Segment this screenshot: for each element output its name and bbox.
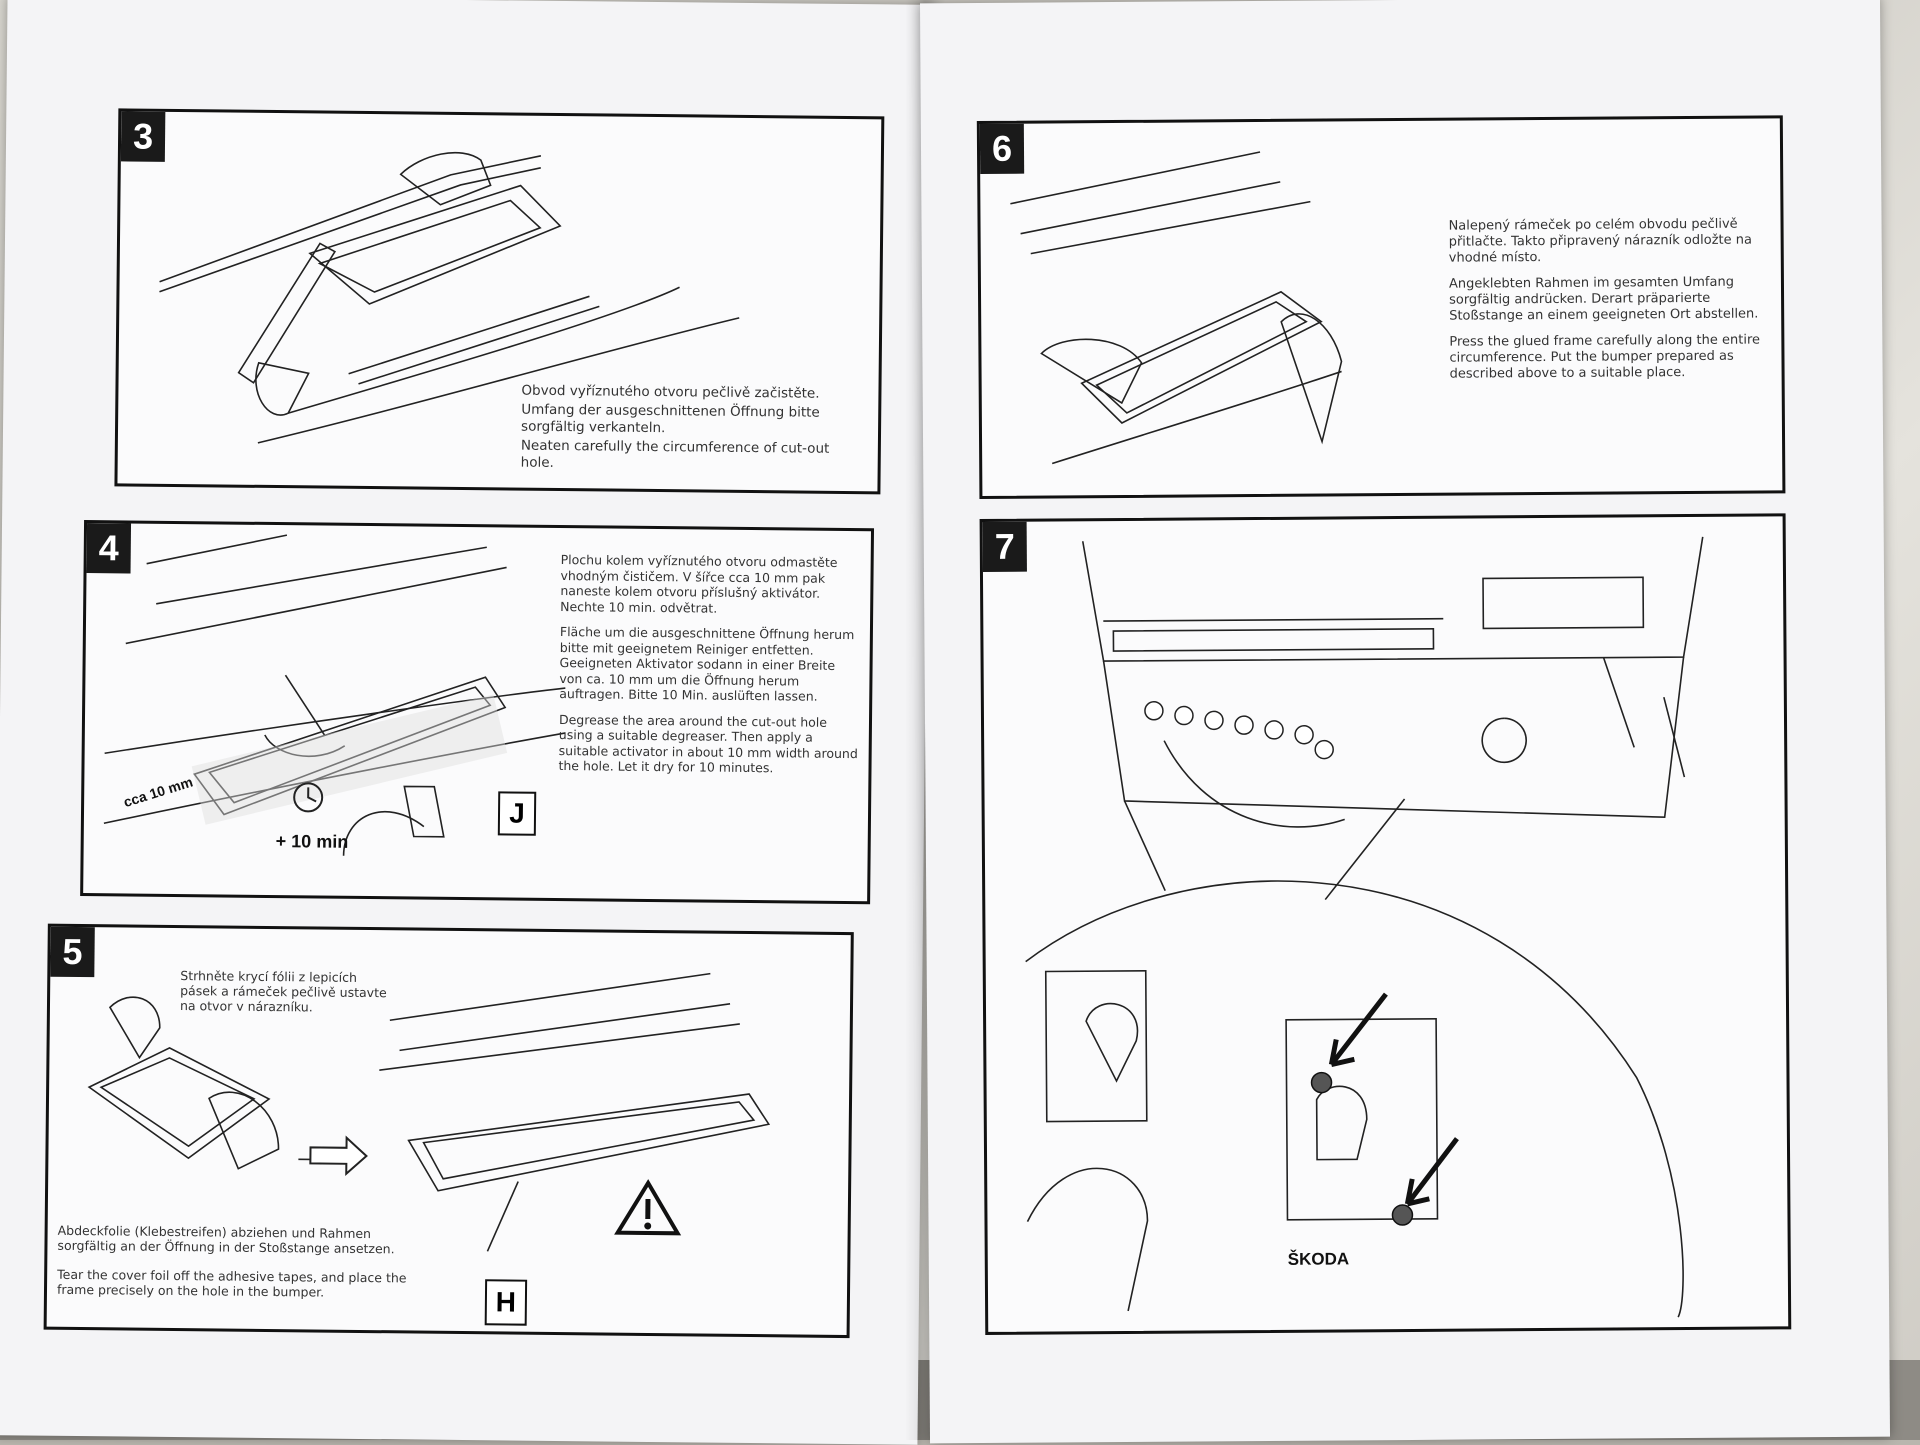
step-6-panel: 6 Nalepený rámeček po celém obvodu pečli…: [976, 115, 1786, 499]
step-3-text-de: Umfang der ausgeschnittenen Öffnung bitt…: [520, 401, 820, 437]
step-6-text-cs: Nalepený rámeček po celém obvodu pečlivě…: [1448, 216, 1752, 266]
step-6-text: Nalepený rámeček po celém obvodu pečlivě…: [1449, 216, 1770, 392]
skoda-brand-label: ŠKODA: [1287, 1249, 1350, 1269]
step-5-illustration: [87, 972, 771, 1252]
left-page: 3 Obvod vyříznutého otvoru pečlivě začis…: [0, 0, 933, 1445]
step-3-text-cs: Obvod vyříznutého otvoru pečlivě začistě…: [521, 382, 820, 402]
step-5-text-en: Tear the cover foil off the adhesive tap…: [56, 1266, 407, 1300]
time-label: + 10 min: [275, 831, 349, 852]
part-h-label: H: [484, 1279, 528, 1326]
step-5-panel: 5 H S: [43, 923, 854, 1339]
step-3-illustration: [159, 151, 740, 444]
step-5-text-de: Abdeckfolie (Klebestreifen) abziehen und…: [57, 1222, 395, 1257]
step-4-illustration: [103, 534, 566, 856]
warning-triangle-icon: [614, 1179, 682, 1236]
step-6-illustration: [1010, 151, 1343, 465]
step-5-text-cs: Strhněte krycí fólii z lepicích pásek a …: [179, 968, 387, 1015]
arrow-right-icon: [309, 1135, 368, 1177]
step-4-panel: 4 cca 10 mm + 10 min: [80, 520, 875, 905]
step-3-text: Obvod vyříznutého otvoru pečlivě začistě…: [520, 383, 866, 486]
step-4-text: Plochu kolem vyříznutého otvoru odmastět…: [558, 552, 860, 787]
step-4-text-de: Fläche um die ausgeschnittene Öffnung he…: [559, 624, 855, 704]
step-3-text-en: Neaten carefully the circumference of cu…: [520, 437, 830, 471]
step-4-text-en: Degrease the area around the cut-out hol…: [558, 711, 858, 776]
step-6-text-en: Press the glued frame carefully along th…: [1449, 332, 1761, 382]
step-7-illustration: [1025, 536, 1704, 1318]
step-3-panel: 3 Obvod vyříznutého otvoru pečlivě začis…: [114, 108, 885, 495]
step-7-panel: 7: [979, 513, 1792, 1335]
part-j-label: J: [497, 791, 537, 836]
right-page: 6 Nalepený rámeček po celém obvodu pečli…: [919, 0, 1891, 1444]
step-4-text-cs: Plochu kolem vyříznutého otvoru odmastět…: [560, 552, 838, 616]
step-6-text-de: Angeklebten Rahmen im gesamten Umfang so…: [1448, 274, 1759, 324]
